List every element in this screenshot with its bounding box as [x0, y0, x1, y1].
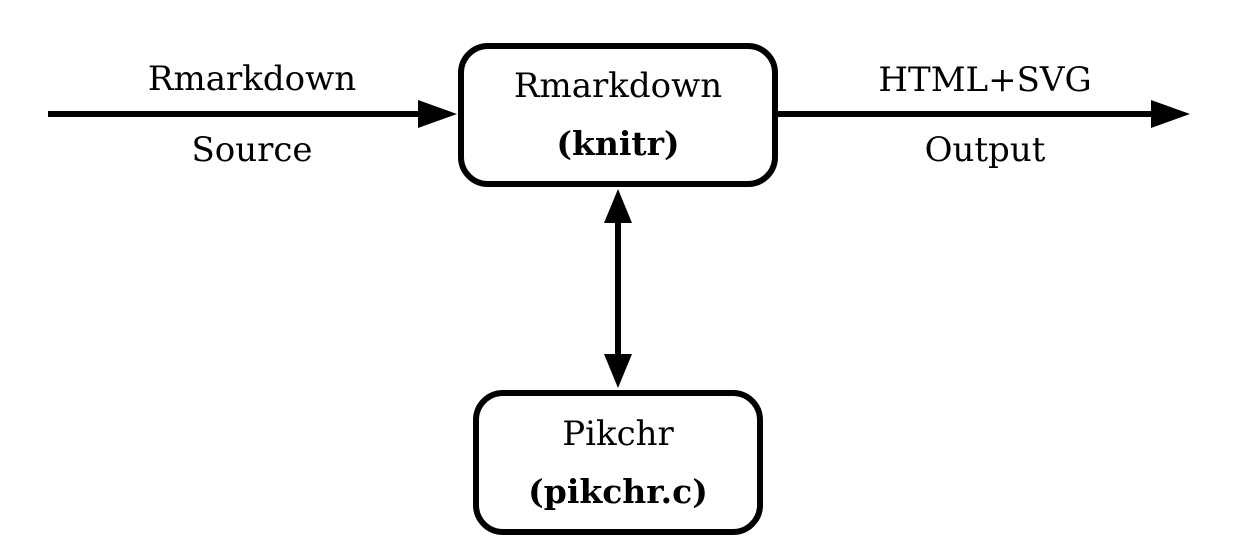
node-knitr: Rmarkdown (knitr) [458, 43, 778, 187]
arrowhead-down-icon [604, 354, 632, 388]
arrowhead-right-icon [1151, 100, 1190, 128]
bidirectional-arrow [604, 189, 632, 388]
output-arrow-label-line1: HTML+SVG [878, 60, 1092, 100]
node-knitr-subtitle: (knitr) [556, 124, 680, 163]
node-pikchr-title: Pikchr [562, 413, 674, 454]
input-arrow-label-line2: Source [191, 130, 313, 170]
output-arrow [778, 100, 1190, 128]
output-arrow-label-line2: Output [924, 130, 1046, 170]
arrowhead-up-icon [604, 189, 632, 223]
input-arrow [48, 100, 457, 128]
node-pikchr-subtitle: (pikchr.c) [528, 471, 708, 511]
arrowhead-right-icon [418, 100, 457, 128]
node-pikchr: Pikchr (pikchr.c) [473, 390, 763, 535]
input-arrow-label-line1: Rmarkdown [147, 59, 357, 99]
node-knitr-title: Rmarkdown [513, 66, 723, 106]
